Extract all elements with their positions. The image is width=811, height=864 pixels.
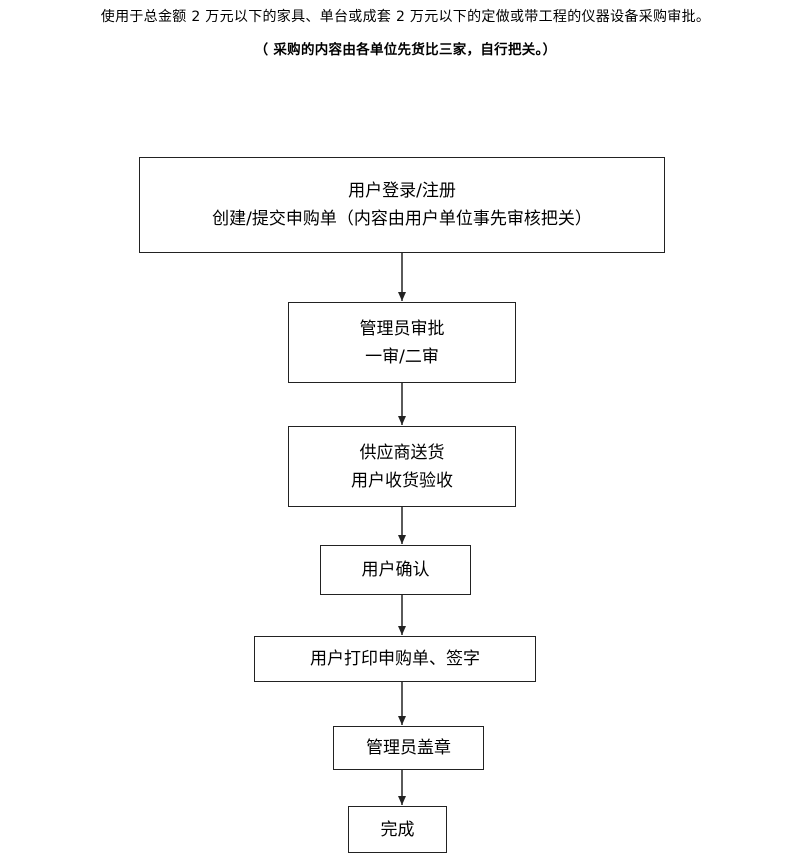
step-user-confirm: 用户确认: [320, 545, 471, 595]
procurement-note: （ 采购的内容由各单位先货比三家，自行把关。）: [254, 42, 557, 58]
step-title: 管理员盖章: [366, 738, 451, 758]
step-detail: 用户收货验收: [351, 470, 453, 491]
step-detail: 创建/提交申购单（内容由用户单位事先审核把关）: [212, 209, 592, 229]
step-delivery-inspection: 供应商送货 用户收货验收: [288, 426, 516, 507]
step-admin-approval: 管理员审批 一审/二审: [288, 302, 516, 383]
scope-note: 使用于总金额 2 万元以下的家具、单台或成套 2 万元以下的定做或带工程的仪器设…: [100, 9, 711, 25]
step-title: 完成: [380, 819, 415, 840]
step-title: 用户确认: [361, 560, 430, 580]
step-complete: 完成: [348, 806, 447, 853]
step-login-submit: 用户登录/注册 创建/提交申购单（内容由用户单位事先审核把关）: [139, 157, 665, 253]
step-title: 供应商送货: [359, 442, 445, 463]
step-admin-stamp: 管理员盖章: [333, 726, 484, 770]
step-title: 用户登录/注册: [348, 181, 456, 201]
step-title: 管理员审批: [359, 318, 445, 339]
step-print-sign: 用户打印申购单、签字: [254, 636, 536, 682]
step-detail: 一审/二审: [365, 346, 439, 367]
step-title: 用户打印申购单、签字: [310, 649, 480, 669]
